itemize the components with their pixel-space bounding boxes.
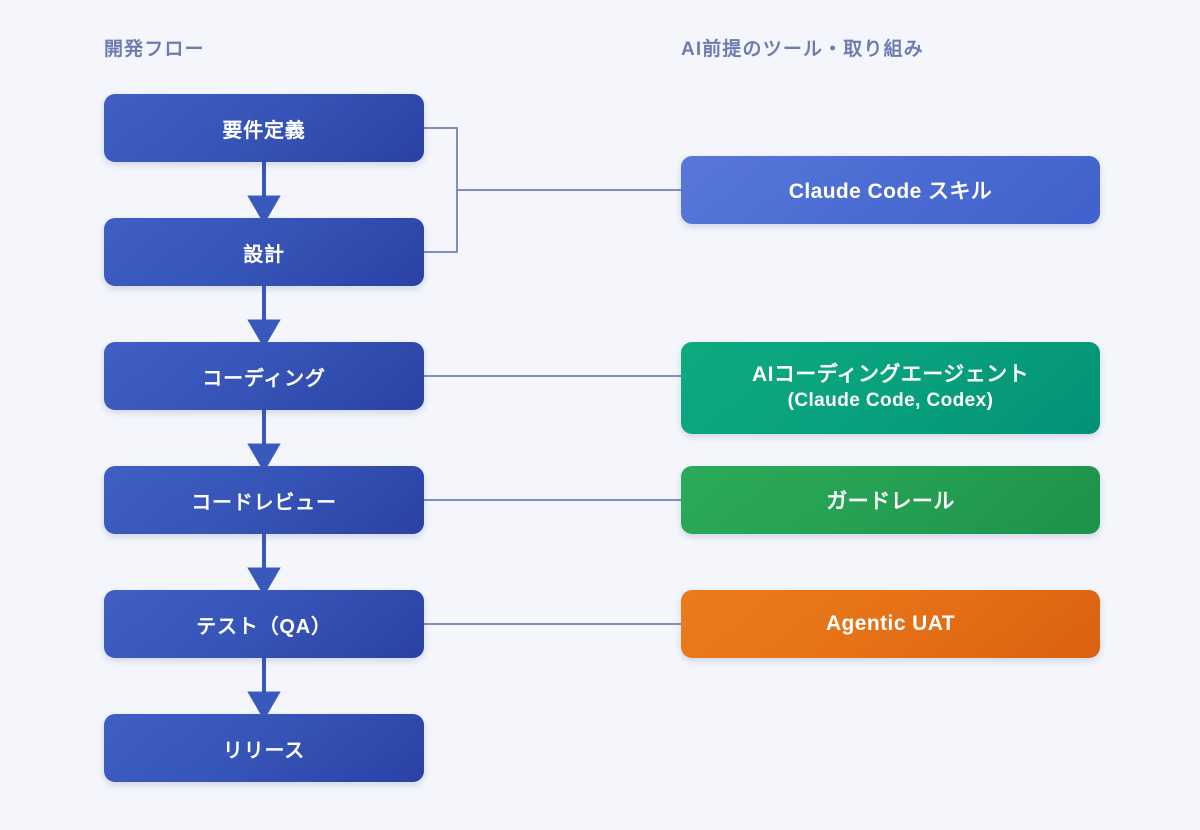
tool-node-sublabel: (Claude Code, Codex) [787, 390, 994, 412]
flow-node-code-review[interactable]: コードレビュー [104, 466, 424, 534]
flow-node-label: 要件定義 [222, 119, 306, 142]
tool-node-claude-code-skill[interactable]: Claude Code スキル [681, 156, 1100, 224]
flow-node-design[interactable]: 設計 [104, 218, 424, 286]
cross-link-bracket-skill [424, 127, 681, 253]
flow-node-label: テスト（QA） [196, 615, 332, 638]
tool-node-label: AIコーディングエージェント [752, 363, 1029, 387]
tool-node-label: Agentic UAT [825, 612, 956, 635]
tool-node-label: Claude Code スキル [788, 180, 993, 203]
flow-node-release[interactable]: リリース [104, 714, 424, 782]
flow-node-label: コーディング [202, 367, 326, 390]
flow-node-coding[interactable]: コーディング [104, 342, 424, 410]
tool-node-guardrail[interactable]: ガードレール [681, 466, 1100, 534]
flow-column-header: 開発フロー [104, 39, 205, 60]
tools-column-header: AI前提のツール・取り組み [681, 39, 924, 60]
tool-node-agentic-uat[interactable]: Agentic UAT [681, 590, 1100, 658]
flow-node-requirements[interactable]: 要件定義 [104, 94, 424, 162]
flow-node-label: リリース [222, 739, 306, 762]
tool-node-ai-coding-agent[interactable]: AIコーディングエージェント (Claude Code, Codex) [681, 342, 1100, 434]
tool-node-label: ガードレール [826, 490, 955, 513]
flow-node-test-qa[interactable]: テスト（QA） [104, 590, 424, 658]
flow-node-label: 設計 [243, 243, 285, 266]
flow-node-label: コードレビュー [191, 491, 337, 514]
